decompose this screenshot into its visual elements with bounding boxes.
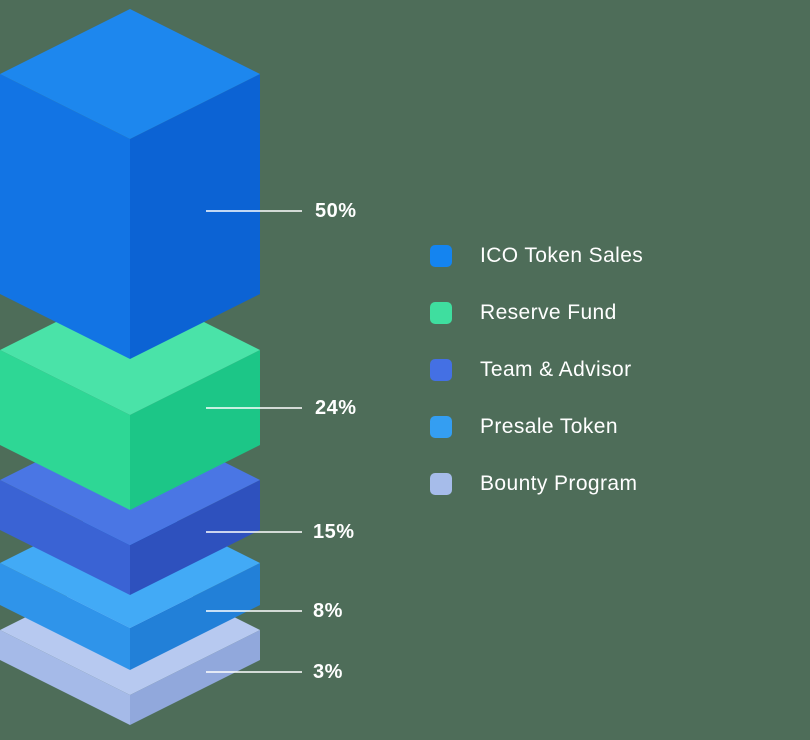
block-ico-token-sales-top-face bbox=[0, 9, 260, 139]
legend-label-presale-token: Presale Token bbox=[480, 415, 618, 438]
block-bounty-program-left-face bbox=[0, 630, 130, 725]
block-team-advisor-left-face bbox=[0, 480, 130, 595]
legend-swatch-team-advisor bbox=[430, 359, 452, 381]
legend-swatch-ico-token-sales bbox=[430, 245, 452, 267]
block-bounty-program-right-face bbox=[130, 630, 260, 725]
value-label-presale-token: 8% bbox=[313, 600, 343, 622]
block-ico-token-sales-right-face bbox=[130, 74, 260, 359]
legend: ICO Token Sales Reserve Fund Team & Advi… bbox=[430, 244, 644, 530]
legend-label-ico-token-sales: ICO Token Sales bbox=[480, 244, 644, 267]
legend-swatch-presale-token bbox=[430, 416, 452, 438]
block-ico-token-sales bbox=[0, 9, 260, 359]
block-presale-token-right-face bbox=[130, 563, 260, 670]
block-reserve-fund-left-face bbox=[0, 350, 130, 510]
block-team-advisor-right-face bbox=[130, 480, 260, 595]
legend-label-reserve-fund: Reserve Fund bbox=[480, 301, 617, 324]
legend-label-bounty-program: Bounty Program bbox=[480, 472, 638, 495]
legend-item-team-advisor: Team & Advisor bbox=[430, 358, 643, 381]
legend-swatch-bounty-program bbox=[430, 473, 452, 495]
value-label-team-advisor: 15% bbox=[313, 521, 355, 543]
block-presale-token-left-face bbox=[0, 563, 130, 670]
legend-item-presale-token: Presale Token bbox=[430, 415, 643, 438]
value-label-ico-token-sales: 50% bbox=[315, 200, 357, 222]
value-label-reserve-fund: 24% bbox=[315, 397, 357, 419]
value-label-bounty-program: 3% bbox=[313, 661, 343, 683]
legend-swatch-reserve-fund bbox=[430, 302, 452, 324]
legend-item-bounty-program: Bounty Program bbox=[430, 472, 643, 495]
legend-label-team-advisor: Team & Advisor bbox=[480, 358, 632, 381]
block-reserve-fund-right-face bbox=[130, 350, 260, 510]
block-ico-token-sales-left-face bbox=[0, 74, 130, 359]
legend-item-ico-token-sales: ICO Token Sales bbox=[430, 244, 644, 267]
isometric-stack-chart bbox=[0, 9, 302, 725]
legend-item-reserve-fund: Reserve Fund bbox=[430, 301, 643, 324]
